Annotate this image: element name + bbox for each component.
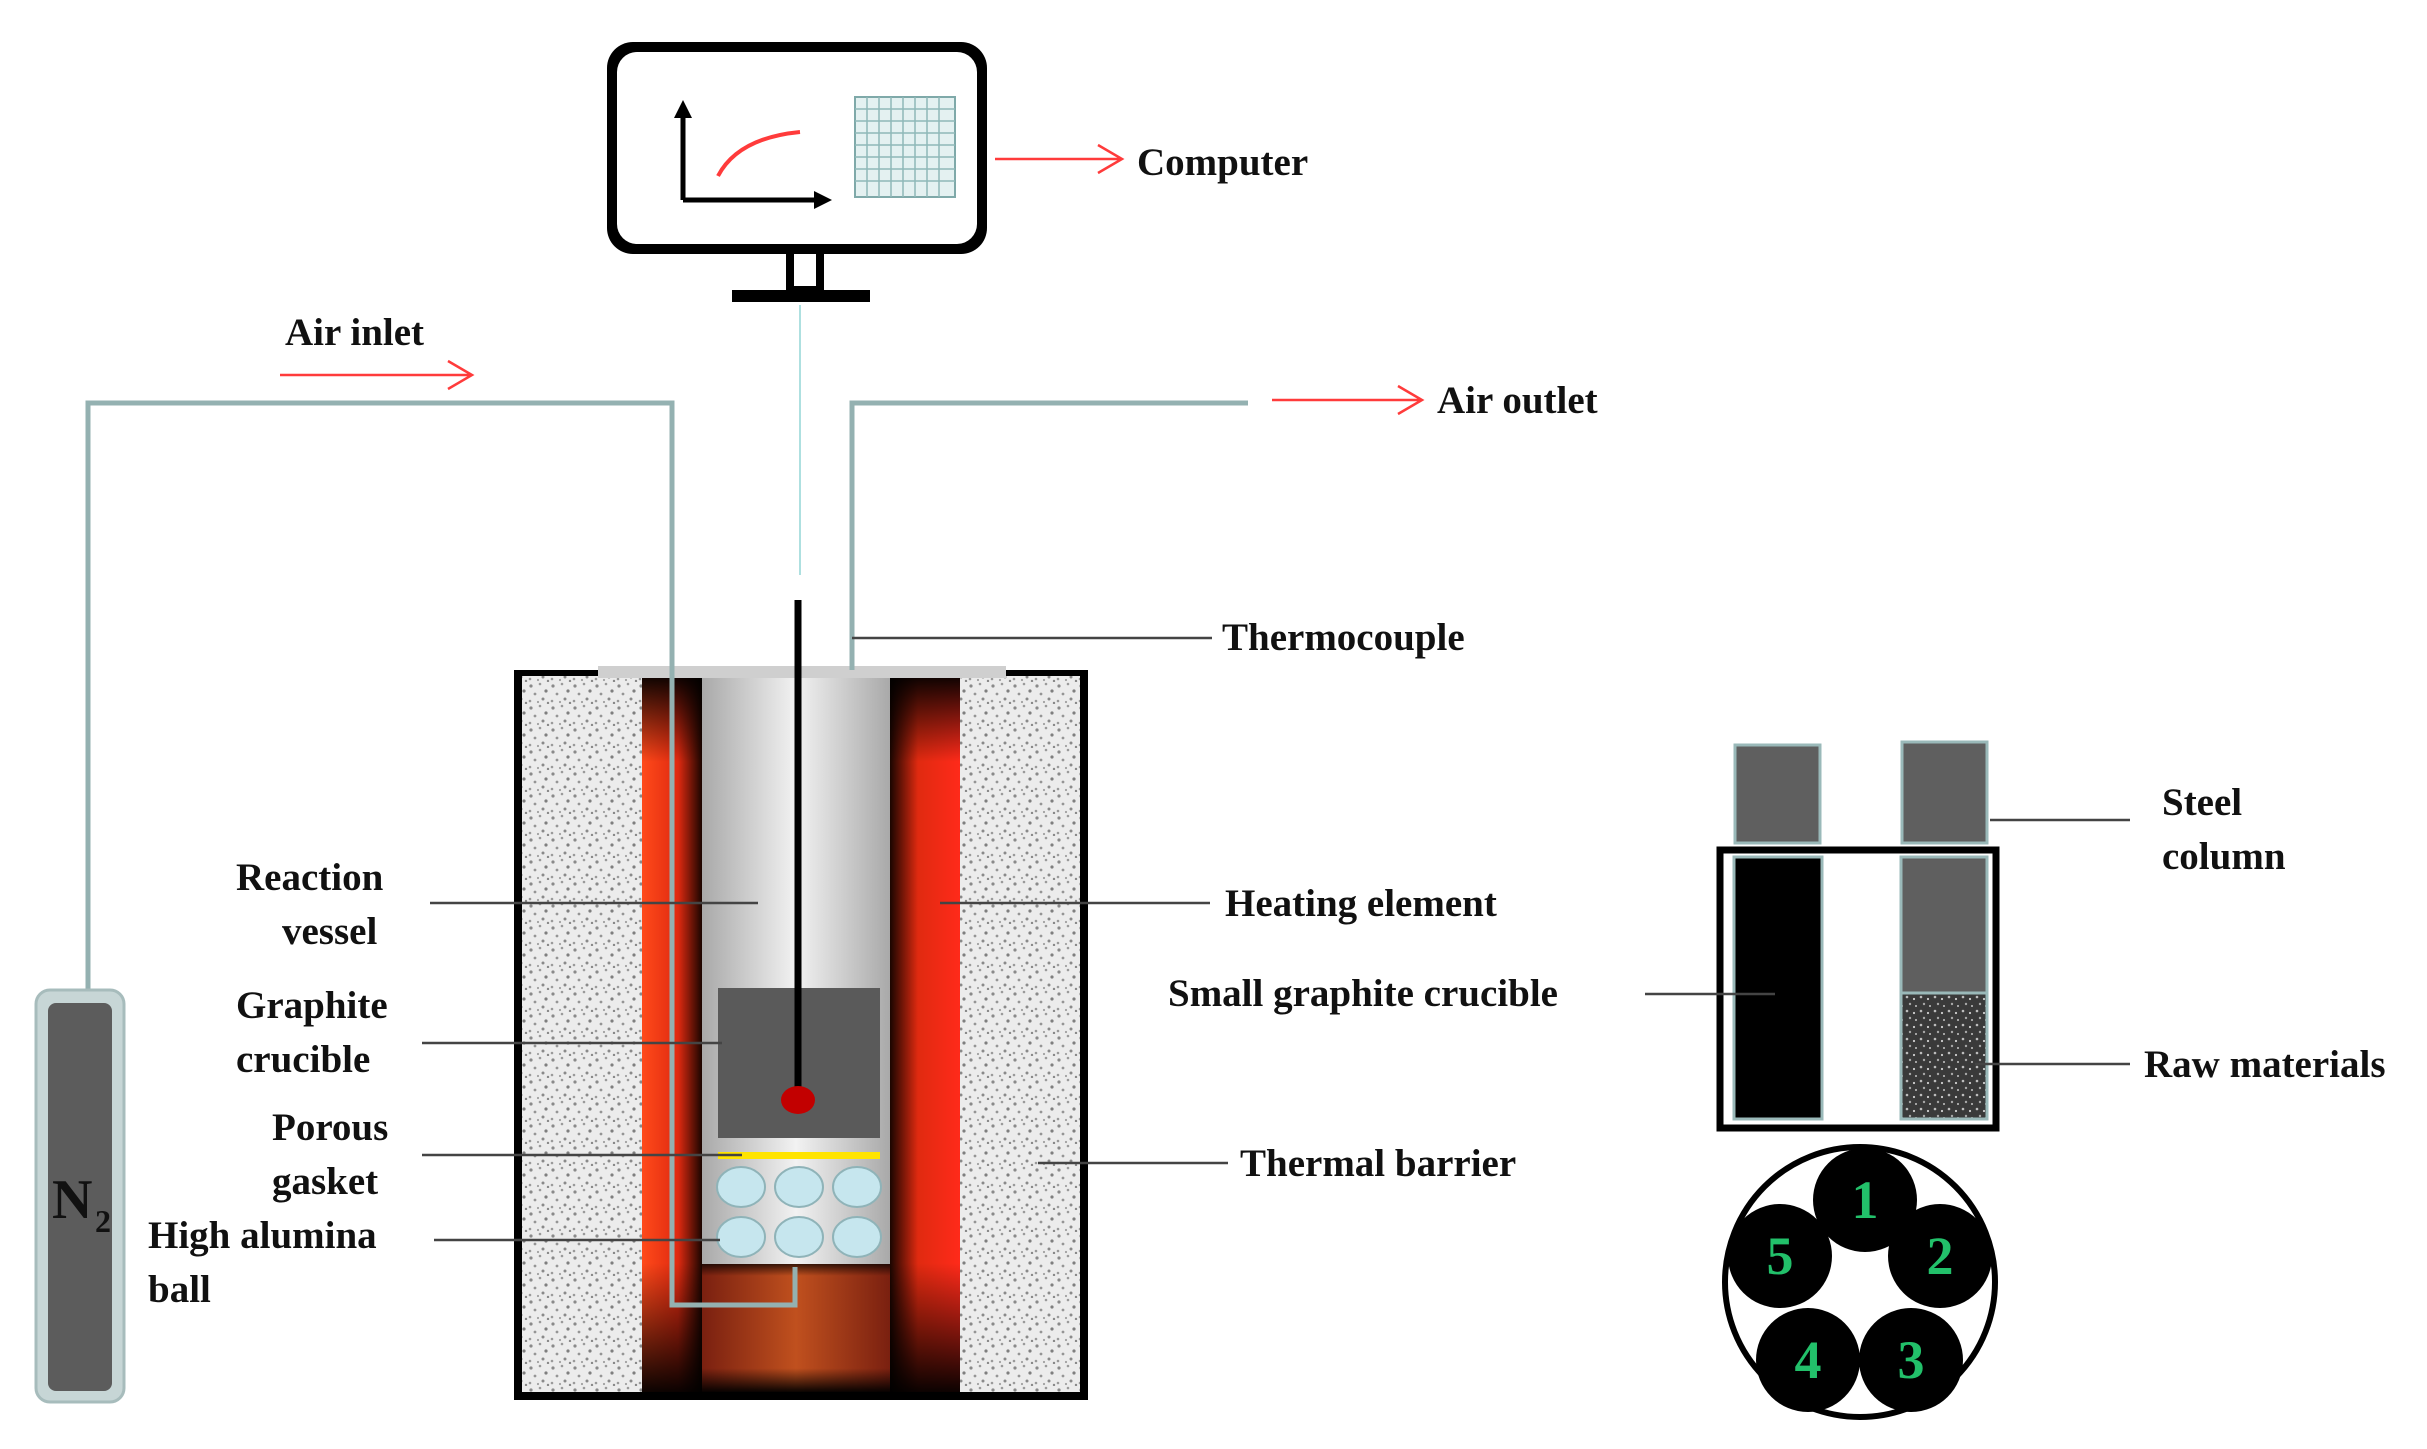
label-porous-gasket-2: gasket [272,1160,378,1203]
labels: Computer Air inlet Air outlet Thermocoup… [148,141,2386,1311]
thermocouple-tip [781,1086,815,1114]
small-graphite-crucible [1732,855,1824,1121]
grid-icon [854,96,956,198]
label-graphite-crucible-1: Graphite [236,984,388,1027]
crucible-layout: 1 2 3 4 5 [1722,1144,1998,1420]
label-graphite-crucible-2: crucible [236,1038,370,1081]
label-steel-column-1: Steel [2162,781,2242,824]
crucible-number-3: 3 [1898,1330,1925,1390]
label-air-outlet: Air outlet [1437,379,1598,422]
label-reaction-vessel-1: Reaction [236,856,384,899]
label-thermocouple: Thermocouple [1222,616,1465,659]
thermal-barrier-right [960,676,1080,1392]
crucible-number-2: 2 [1927,1226,1954,1286]
porous-gasket [718,1152,880,1159]
steel-column-left [1733,743,1822,845]
alumina-balls [716,1166,882,1258]
n2-cylinder: N 2 [34,988,126,1404]
label-computer: Computer [1137,141,1308,184]
small-crucible-assembly [1716,740,2000,1132]
label-heating-element: Heating element [1225,882,1497,925]
label-reaction-vessel-2: vessel [282,910,377,953]
furnace [514,600,1088,1400]
label-thermal-barrier: Thermal barrier [1240,1142,1516,1185]
label-steel-column-2: column [2162,835,2286,878]
crucible-number-1: 1 [1852,1170,1879,1230]
gas-pipes [85,400,1248,1308]
raw-materials [1899,991,1989,1121]
crucible-number-5: 5 [1767,1226,1794,1286]
label-high-alumina-ball-2: ball [148,1268,211,1311]
label-air-inlet: Air inlet [285,311,424,354]
lid [598,666,1006,678]
flow-arrows [280,143,1425,416]
n2-label: N [52,1169,92,1231]
thermal-barrier-left [522,676,642,1392]
steel-column-right [1900,740,1989,845]
label-small-graphite-crucible: Small graphite crucible [1168,972,1558,1015]
crucible-number-4: 4 [1795,1330,1822,1390]
label-high-alumina-ball-1: High alumina [148,1214,377,1257]
computer [607,42,987,575]
leader-lines [422,636,2130,1242]
label-raw-materials: Raw materials [2144,1043,2386,1086]
label-porous-gasket-1: Porous [272,1106,388,1149]
n2-subscript: 2 [95,1203,111,1239]
